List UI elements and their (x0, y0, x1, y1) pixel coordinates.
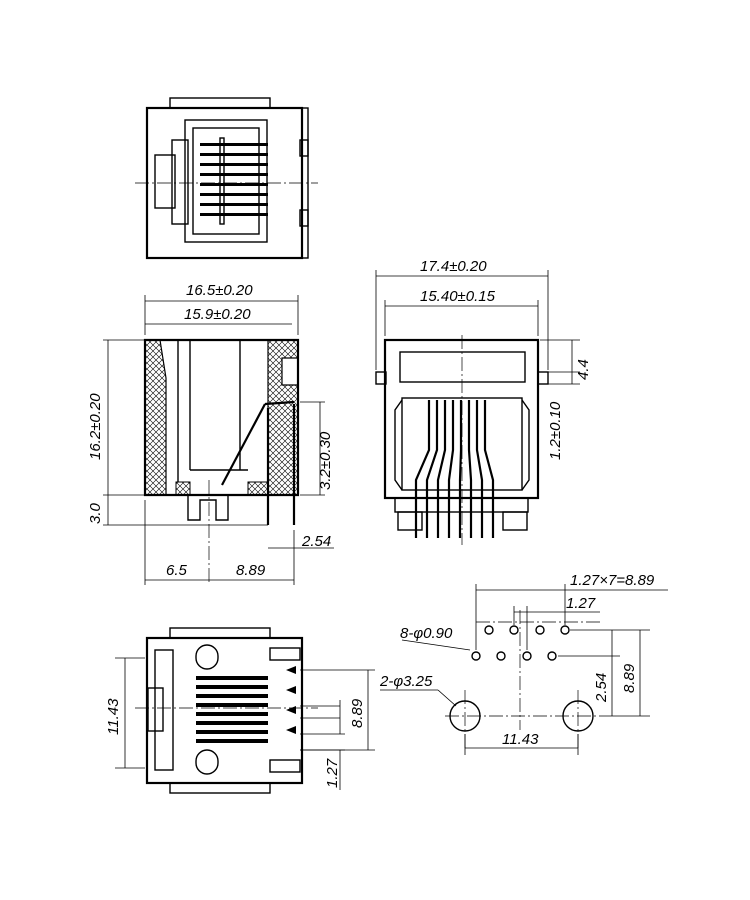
bottom-view-contacts (196, 676, 268, 743)
dim-pin-height: 3.2±0.30 (317, 431, 334, 490)
dim-pcb-post-holes: 2-φ3.25 (379, 673, 433, 690)
dim-bottom-post-spacing: 11.43 (105, 698, 122, 735)
dimension-lines (103, 270, 668, 790)
dim-front-width-inner: 15.40±0.15 (420, 288, 496, 305)
bottom-view (135, 627, 318, 794)
pcb-layout (445, 610, 600, 748)
dim-pin-offset: 2.54 (301, 533, 331, 550)
dim-pcb-pitch: 1.27 (566, 595, 596, 612)
dim-bottom-pin-span: 8.89 (349, 698, 366, 728)
dim-tab-height: 4.4 (575, 359, 592, 380)
dim-tab-thickness: 1.2±0.10 (547, 401, 564, 460)
dim-pin-span: 8.89 (236, 562, 266, 579)
front-view (375, 335, 549, 545)
dim-pcb-row-span: 8.89 (621, 663, 638, 693)
top-view (135, 97, 318, 260)
dim-height-total: 16.2±0.20 (87, 393, 104, 460)
dim-bottom-pin-pitch: 1.27 (324, 758, 341, 788)
top-view-contacts (200, 143, 268, 216)
dim-front-width-outer: 17.4±0.20 (420, 258, 487, 275)
dimension-labels: 16.5±0.20 15.9±0.20 16.2±0.20 3.0 3.2±0.… (87, 258, 655, 788)
dim-base-height: 3.0 (87, 502, 104, 524)
dim-post-to-pin: 6.5 (166, 562, 188, 579)
front-view-contacts (414, 400, 495, 538)
dim-width-inner: 15.9±0.20 (184, 306, 251, 323)
dim-pcb-pin-holes: 8-φ0.90 (400, 625, 453, 642)
side-view (143, 338, 300, 585)
dim-pcb-pitch-total: 1.27×7=8.89 (570, 572, 655, 589)
dim-width-outer: 16.5±0.20 (186, 282, 253, 299)
dim-pcb-post-spacing: 11.43 (502, 731, 539, 748)
dim-pcb-row-offset: 2.54 (593, 673, 610, 703)
